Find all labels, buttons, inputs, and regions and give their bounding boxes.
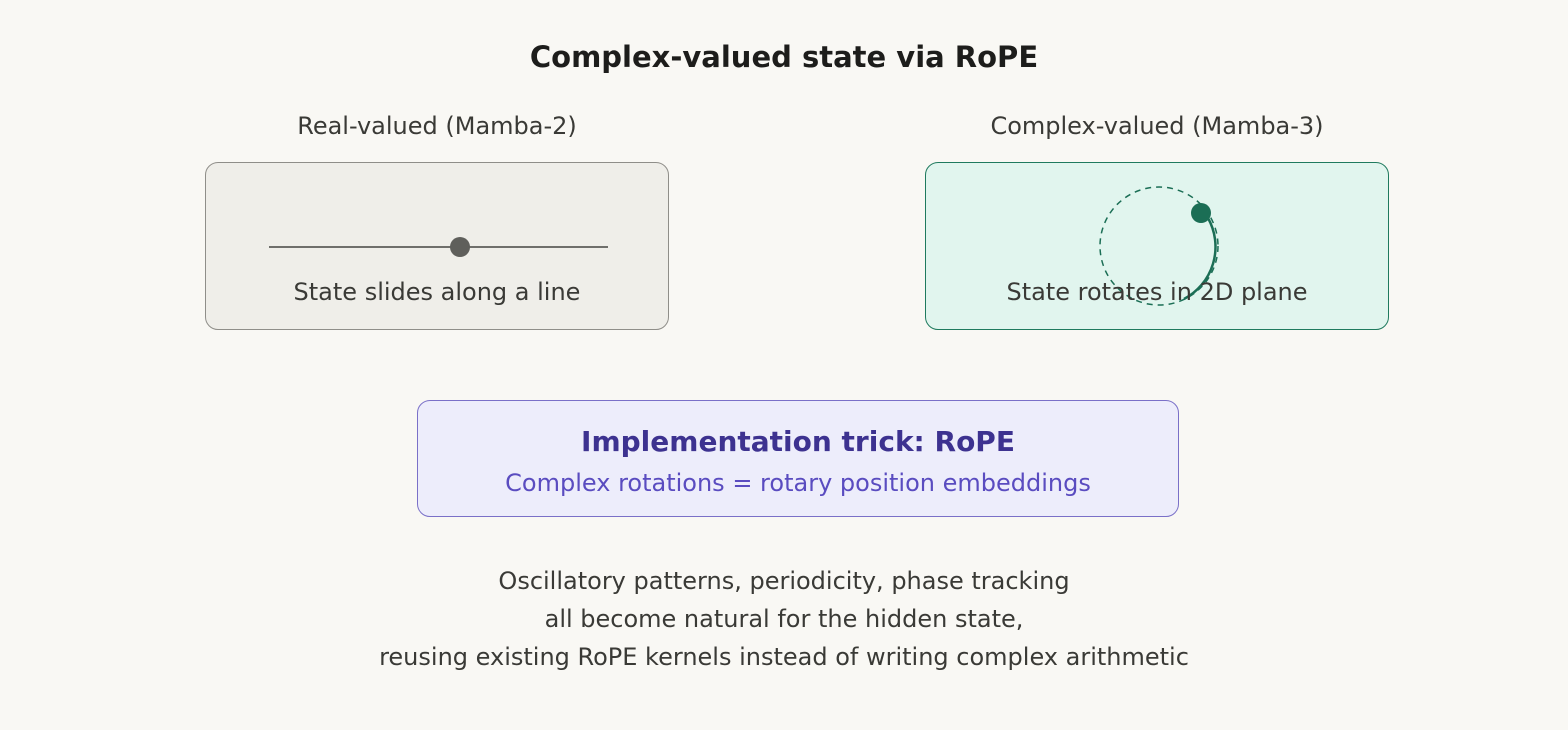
real-valued-heading: Real-valued (Mamba-2) xyxy=(297,112,577,140)
complex-valued-heading: Complex-valued (Mamba-3) xyxy=(990,112,1324,140)
notes-line: all become natural for the hidden state, xyxy=(544,605,1024,633)
notes-line: Oscillatory patterns, periodicity, phase… xyxy=(498,567,1070,595)
diagram-title: Complex-valued state via RoPE xyxy=(529,40,1039,74)
implementation-trick-box: Implementation trick: RoPE Complex rotat… xyxy=(417,400,1179,517)
rotation-illustration xyxy=(1099,186,1219,306)
state-dot xyxy=(450,237,470,257)
trick-subtitle: Complex rotations = rotary position embe… xyxy=(505,469,1091,497)
notes-text: Oscillatory patterns, periodicity, phase… xyxy=(0,562,1568,676)
state-dot xyxy=(1191,203,1211,223)
complex-valued-panel: State rotates in 2D plane xyxy=(925,162,1389,330)
rotation-arc xyxy=(1183,217,1217,301)
complex-valued-caption: State rotates in 2D plane xyxy=(1006,278,1308,306)
line-slide-illustration xyxy=(269,237,608,257)
trick-title: Implementation trick: RoPE xyxy=(581,425,1015,458)
real-valued-caption: State slides along a line xyxy=(293,278,581,306)
notes-line: reusing existing RoPE kernels instead of… xyxy=(379,643,1189,671)
real-valued-panel: State slides along a line xyxy=(205,162,669,330)
rotation-circle xyxy=(1099,186,1219,306)
